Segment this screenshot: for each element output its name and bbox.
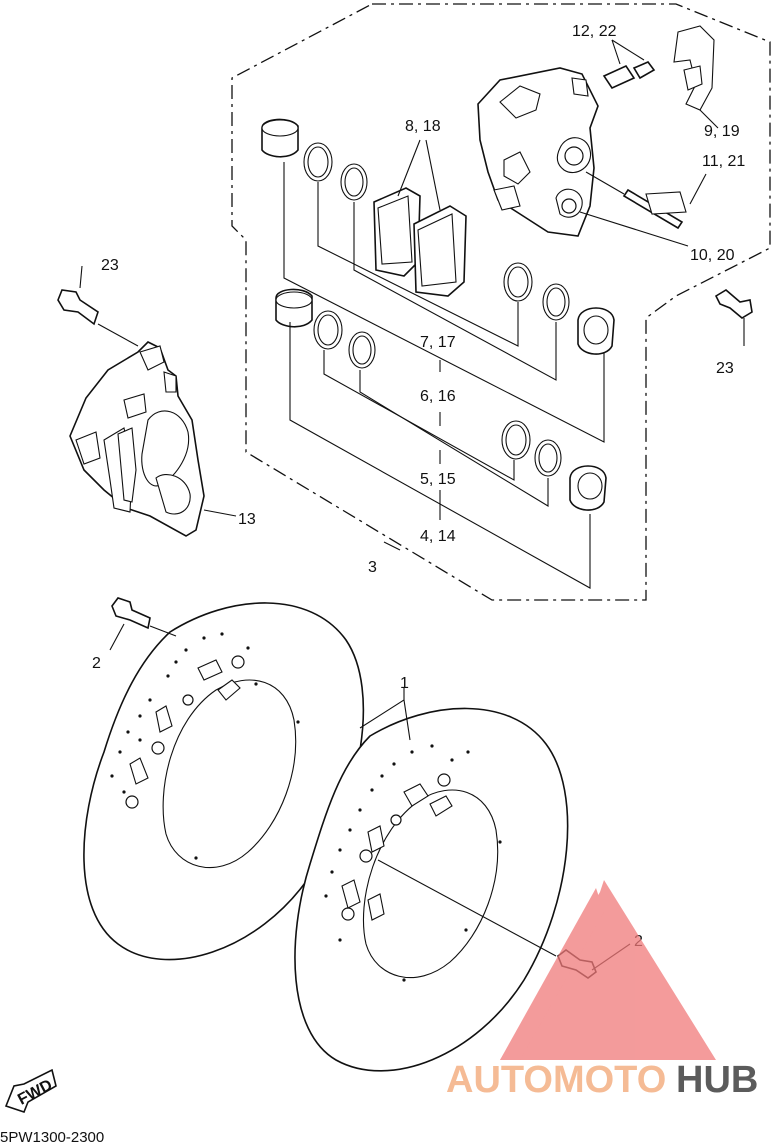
watermark-text-hub: HUB — [676, 1059, 758, 1101]
caliper-body-exploded — [477, 67, 599, 237]
brake-disc-rear — [83, 602, 365, 961]
disc-rear-drill-dots — [110, 632, 300, 860]
callout-11-21: 11, 21 — [702, 153, 745, 170]
piston-upper-right — [577, 307, 615, 355]
callout-2-left: 2 — [92, 655, 101, 672]
leader-1 — [359, 688, 411, 741]
watermark-triangle-icon — [500, 880, 716, 1060]
disc-front-bolt-holes — [341, 773, 451, 921]
diagram-code: 5PW1300-2300 — [0, 1129, 104, 1144]
piston-lower-left — [275, 288, 313, 328]
disc-front-slots — [341, 783, 453, 921]
callout-5-15: 5, 15 — [420, 471, 456, 488]
callout-23-right: 23 — [716, 360, 734, 377]
callout-23-left: 23 — [101, 257, 119, 274]
disc-rear-slots — [129, 659, 241, 785]
callout-7-17: 7, 17 — [420, 334, 456, 351]
callout-9-19: 9, 19 — [704, 123, 740, 140]
pad-pin — [622, 188, 687, 230]
callout-1: 1 — [400, 675, 409, 692]
caliper-bolt-left — [57, 265, 139, 347]
caliper-assembly-boundary — [231, 3, 771, 601]
callout-12-22: 12, 22 — [572, 23, 617, 40]
bleeder-screw — [602, 61, 656, 90]
disc-rear-bolt-holes — [125, 655, 245, 809]
piston-lower-right — [569, 465, 607, 511]
brake-pads — [373, 187, 467, 297]
watermark-logo — [500, 880, 716, 1060]
callout-8-18: 8, 18 — [405, 118, 441, 135]
caliper-bolt-right — [714, 289, 753, 346]
disc-front-drill-dots — [324, 744, 502, 982]
leader-13 — [203, 509, 237, 517]
pad-spring-clip — [673, 25, 715, 111]
piston-upper-left — [261, 118, 299, 158]
brake-disc-front — [294, 707, 569, 1072]
caliper-assembled — [69, 341, 205, 537]
disc-bolt-left — [109, 597, 177, 651]
callout-13: 13 — [238, 511, 256, 528]
callout-3: 3 — [368, 559, 377, 576]
fwd-arrow-icon: FWD — [4, 1068, 57, 1113]
assembly-leader-lines — [283, 39, 719, 589]
callout-4-14: 4, 14 — [420, 528, 456, 545]
callout-10-20: 10, 20 — [690, 247, 735, 264]
callout-6-16: 6, 16 — [420, 388, 456, 405]
watermark-text-automoto: AUTOMOTO — [446, 1059, 666, 1101]
